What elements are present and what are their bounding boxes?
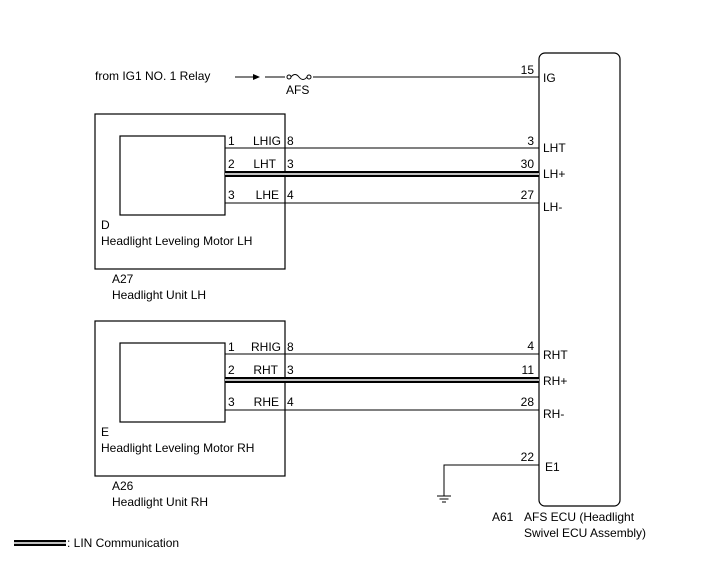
lh-signal-3: LHE	[256, 188, 279, 202]
ecu-name-line1: AFS ECU (Headlight	[524, 510, 635, 524]
lh-ecu-terminal-1: LHT	[543, 141, 566, 155]
rh-ecu-terminal-3: RH-	[543, 407, 564, 421]
lh-unit-id: A27	[112, 272, 134, 286]
rh-ecu-pin-3: 28	[521, 395, 535, 409]
lh-signal-2: LHT	[253, 157, 276, 171]
rh-unit-id: A26	[112, 479, 134, 493]
lh-ecu-terminal-2: LH+	[543, 167, 565, 181]
fuse-icon	[285, 73, 313, 81]
lh-ecu-pin-2: 30	[521, 157, 535, 171]
ecu-pin-ig: 15	[521, 63, 535, 77]
power-source-label: from IG1 NO. 1 Relay	[95, 69, 210, 83]
lh-motor-pin-3: 3	[228, 188, 235, 202]
lh-ecu-terminal-3: LH-	[543, 200, 562, 214]
leveling-motor-lh-box	[119, 135, 226, 216]
rh-ecu-pin-1: 4	[527, 339, 534, 353]
lin-legend-label: : LIN Communication	[67, 536, 179, 550]
rh-ecu-terminal-1: RHT	[543, 348, 568, 362]
headlight-unit-rh-box	[94, 320, 286, 477]
headlight-unit-lh-box	[94, 113, 286, 270]
rh-motor-code: E	[101, 425, 109, 439]
lh-ecu-pin-3: 27	[521, 188, 535, 202]
ground-icon	[437, 495, 451, 503]
lh-signal-1: LHIG	[253, 134, 281, 148]
rh-ecu-pin-2: 11	[522, 363, 535, 377]
rh-unit-pin-2: 3	[287, 363, 294, 377]
ecu-terminal-ig: IG	[543, 71, 556, 85]
rh-unit-pin-1: 8	[287, 340, 294, 354]
rh-signal-2: RHT	[253, 363, 278, 377]
ecu-id: A61	[492, 510, 514, 524]
afs-ecu-box	[538, 52, 621, 507]
rh-ecu-terminal-2: RH+	[543, 374, 567, 388]
rh-motor-pin-2: 2	[228, 363, 235, 377]
ecu-pin-ground: 22	[521, 450, 535, 464]
lh-motor-name: Headlight Leveling Motor LH	[101, 234, 252, 248]
lh-motor-pin-1: 1	[228, 134, 235, 148]
rh-unit-name: Headlight Unit RH	[112, 495, 208, 509]
rh-motor-name: Headlight Leveling Motor RH	[101, 441, 254, 455]
rh-motor-pin-1: 1	[228, 340, 235, 354]
ecu-terminal-ground: E1	[545, 460, 560, 474]
ground-wire	[443, 464, 539, 496]
ecu-name-line2: Swivel ECU Assembly)	[524, 526, 646, 540]
lh-unit-pin-2: 3	[287, 157, 294, 171]
rh-unit-pin-3: 4	[287, 395, 294, 409]
lh-unit-name: Headlight Unit LH	[112, 288, 206, 302]
fuse-label: AFS	[286, 83, 309, 97]
lh-ecu-pin-1: 3	[527, 134, 534, 148]
lh-motor-code: D	[101, 218, 110, 232]
lh-unit-pin-3: 4	[287, 188, 294, 202]
rh-signal-3: RHE	[254, 395, 279, 409]
arrow-icon	[253, 74, 260, 80]
leveling-motor-rh-box	[119, 342, 226, 423]
rh-signal-1: RHIG	[251, 340, 281, 354]
rh-motor-pin-3: 3	[228, 395, 235, 409]
lh-unit-pin-1: 8	[287, 134, 294, 148]
lh-motor-pin-2: 2	[228, 157, 235, 171]
